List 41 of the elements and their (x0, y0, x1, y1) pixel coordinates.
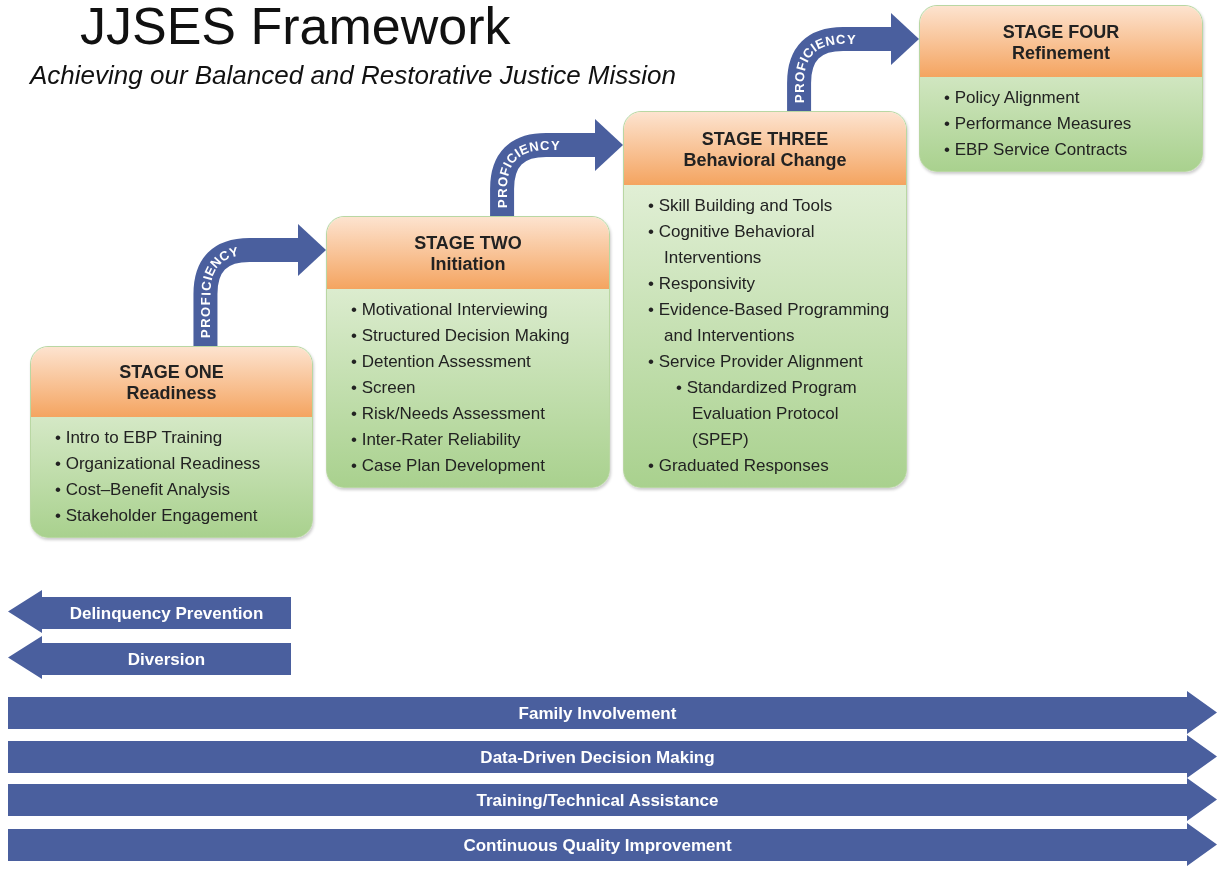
list-item: • Intro to EBP Training (55, 427, 224, 449)
stage-name: Readiness (126, 383, 217, 404)
list-item: • Screen (351, 377, 417, 399)
list-item: • Policy Alignment (944, 87, 1081, 109)
banner-label: Family Involvement (517, 704, 678, 724)
list-item: • Organizational Readiness (55, 453, 262, 475)
banner-label: Training/Technical Assistance (475, 791, 720, 811)
banner-label: Delinquency Prevention (68, 604, 265, 624)
list-item: • Cost–Benefit Analysis (55, 479, 232, 501)
stage-card (30, 346, 313, 538)
list-item: • Graduated Responses (648, 455, 830, 477)
list-item: • Service Provider Alignment (648, 351, 864, 373)
stage-number: STAGE THREE (701, 128, 829, 150)
subtitle: Achieving our Balanced and Restorative Justice Mission (30, 60, 676, 91)
stage-number: STAGE TWO (414, 233, 522, 254)
list-item: • Skill Building and Tools (648, 195, 834, 217)
stage-card (919, 5, 1203, 172)
list-item: • Inter-Rater Reliability (351, 429, 522, 451)
list-item: • Motivational Interviewing (351, 299, 549, 321)
stage-card (326, 216, 610, 488)
title: JJSES Framework (80, 0, 511, 56)
list-item: • Structured Decision Making (351, 325, 571, 347)
stage-name: Refinement (1012, 42, 1110, 64)
list-item: • EBP Service Contracts (944, 139, 1129, 161)
stage-card (623, 111, 907, 488)
list-item: • Performance Measures (944, 113, 1133, 135)
list-item: • Case Plan Development (351, 455, 546, 477)
list-item: • Evidence-Based Programming and Interventions (648, 299, 891, 347)
stage-number: STAGE FOUR (1002, 21, 1120, 43)
stage-name: Behavioral Change (683, 149, 847, 171)
list-item: • Responsivity (648, 273, 757, 295)
stage-name: Initiation (430, 254, 506, 275)
list-item: • Risk/Needs Assessment (351, 403, 546, 425)
banner-label: Continuous Quality Improvement (462, 836, 733, 856)
stage-number: STAGE ONE (119, 362, 224, 383)
list-item: • Standardized Program Evaluation Protocol (SPEP) (676, 377, 858, 451)
list-item: • Stakeholder Engagement (55, 505, 259, 527)
list-item: • Detention Assessment (351, 351, 532, 373)
banner-label: Data-Driven Decision Making (479, 748, 716, 768)
list-item: • Cognitive Behavioral Interventions (648, 221, 816, 269)
banner-label: Diversion (126, 650, 207, 670)
